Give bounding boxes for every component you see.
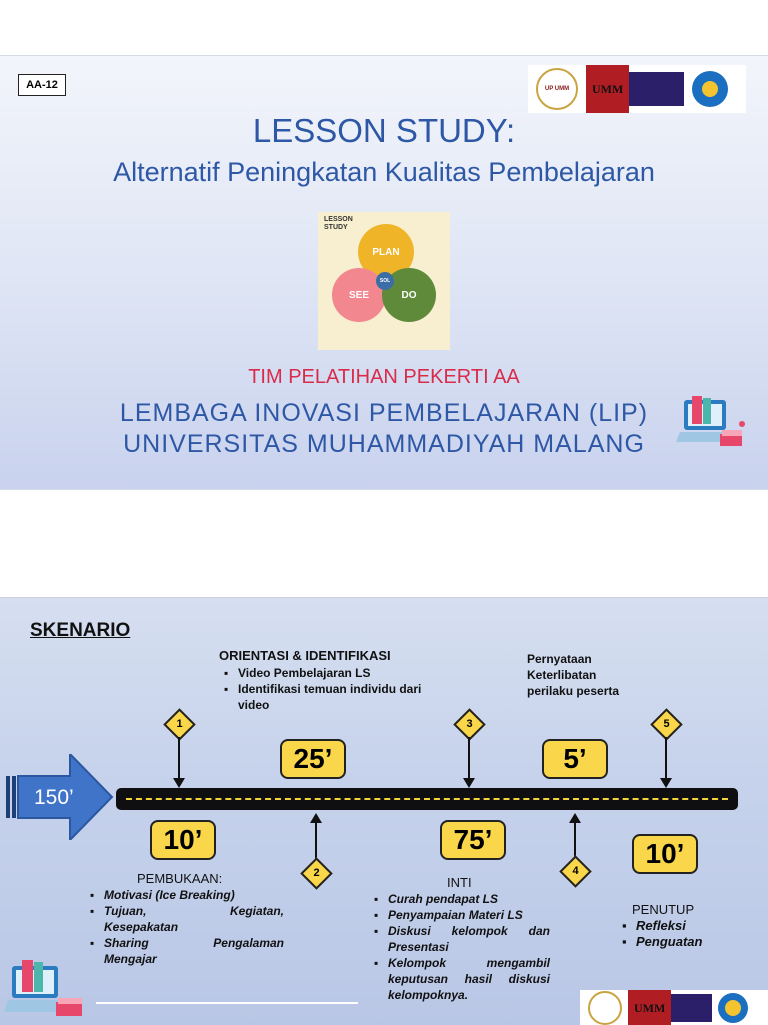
logo-strip: UP UMM UMM [528,65,746,113]
slide-subtitle: Alternatif Peningkatan Kualitas Pembelaj… [113,157,655,187]
penutup-item: Penguatan [620,934,740,950]
team-name: TIM PELATIHAN PEKERTI AA [248,366,520,388]
laptop-books-icon [4,960,82,1016]
kemdikbud-logo [692,71,728,107]
total-duration-label: 150’ [34,786,74,809]
laptop-books-icon [676,396,745,446]
inti-item: Diskusi kelompok dan Presentasi [372,923,550,955]
orientasi-heading: ORIENTASI & IDENTIFIKASI [219,648,391,663]
orientasi-item: Video Pembelajaran LS [222,665,430,681]
scenario-slide: SKENARIO ORIENTASI & IDENTIFIKASI Video … [0,597,768,1025]
duration-pembukaan: 10’ [150,820,216,860]
marker-2: 2 [300,857,333,890]
scenario-title: SKENARIO [30,620,131,641]
orientasi-item: Identifikasi temuan individu dari video [222,681,430,713]
marker-5: 5 [650,708,683,741]
marker-1-line [178,737,180,783]
footer-logo-strip: UMM [580,990,768,1025]
duration-orientasi: 25’ [280,739,346,779]
slide-title: LESSON STUDY: [252,112,516,149]
inti-item: Penyampaian Materi LS [372,907,550,923]
inti-item: Kelompok mengambil keputusan hasil disku… [372,955,550,1003]
total-duration-arrow [6,754,114,840]
inti-item: Curah pendapat LS [372,891,550,907]
orientasi-list: Video Pembelajaran LS Identifikasi temua… [222,665,430,713]
inti-list: Curah pendapat LS Penyampaian Materi LS … [372,891,550,1003]
up-umm-logo [588,990,622,1025]
institution-line-2: UNIVERSITAS MUHAMMADIYAH MALANG [123,430,645,458]
duration-inti: 75’ [440,820,506,860]
marker-3-arrowhead [463,778,475,788]
slide-code: AA-12 [18,74,66,96]
kemdikbud-logo [718,992,748,1023]
pembukaan-item: Tujuan, Kegiatan, Kesepakatan [88,903,284,935]
marker-4-line [574,822,576,862]
marker-5-arrowhead [660,778,672,788]
marker-2-arrowhead [310,813,322,823]
timeline-road [116,788,738,810]
institution-line-1: LEMBAGA INOVASI PEMBELAJARAN (LIP) [119,399,649,427]
sol-circle: SOL [376,272,394,290]
marker-3: 3 [453,708,486,741]
footer-line [96,1002,358,1004]
title-slide: AA-12 UP UMM UMM LESSON STUDY: Alternati… [0,55,768,490]
pembukaan-heading: PEMBUKAAN: [137,871,223,886]
pembukaan-item: Motivasi (Ice Breaking) [88,887,284,903]
up-umm-logo: UP UMM [536,68,578,110]
marker-1-arrowhead [173,778,185,788]
duration-penutup: 10’ [632,834,698,874]
pembukaan-list: Motivasi (Ice Breaking) Tujuan, Kegiatan… [88,887,284,967]
pernyataan-text: Pernyataan Keterlibatan perilaku peserta [527,652,620,698]
penutup-item: Refleksi [620,918,740,934]
marker-2-line [315,822,317,864]
marker-4: 4 [559,855,592,888]
umm-logo: UMM [628,990,712,1025]
umm-logo: UMM [586,65,684,113]
pembukaan-item: Sharing Pengalaman Mengajar [88,935,284,967]
marker-5-line [665,737,667,783]
penutup-list: Refleksi Penguatan [620,918,740,950]
penutup-heading: PENUTUP [632,902,695,917]
marker-4-arrowhead [569,813,581,823]
inti-heading: INTI [447,875,472,890]
marker-3-line [468,737,470,783]
marker-1: 1 [163,708,196,741]
duration-pernyataan: 5’ [542,739,608,779]
